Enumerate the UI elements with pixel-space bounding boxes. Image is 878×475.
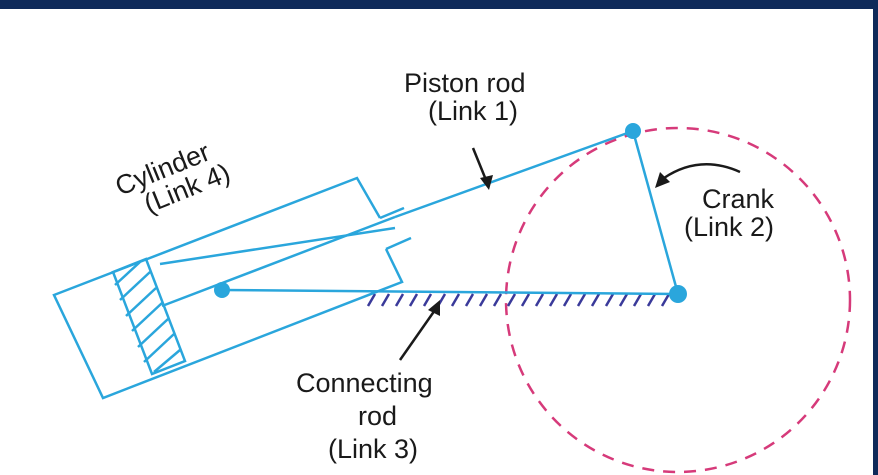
connecting-rod-link xyxy=(221,288,679,296)
top-frame-bar xyxy=(0,0,878,9)
joint-crank-top xyxy=(625,123,641,139)
crank-title: Crank xyxy=(702,184,775,214)
connecting-rod-title: Connecting xyxy=(296,368,433,398)
connecting-rod-link-label: (Link 3) xyxy=(328,434,418,464)
cylinder-body xyxy=(52,176,412,400)
crank-path-circle xyxy=(504,126,852,474)
right-frame-bar xyxy=(873,9,878,475)
arrow-heads xyxy=(428,172,670,316)
ground-hatch xyxy=(366,293,671,307)
crank-link xyxy=(631,130,680,295)
connecting-rod-title2: rod xyxy=(358,401,397,431)
piston-rod-title: Piston rod xyxy=(404,68,526,98)
label-cylinder: Cylinder (Link 4) xyxy=(111,137,234,219)
joint-piston xyxy=(214,282,230,298)
crank-link-label: (Link 2) xyxy=(684,212,774,242)
joint-crank-pivot xyxy=(669,285,687,303)
piston-head xyxy=(111,257,187,376)
leader-arrows xyxy=(398,147,741,361)
piston-rod-link-label: (Link 1) xyxy=(428,96,518,126)
piston-rod-link xyxy=(159,129,634,308)
